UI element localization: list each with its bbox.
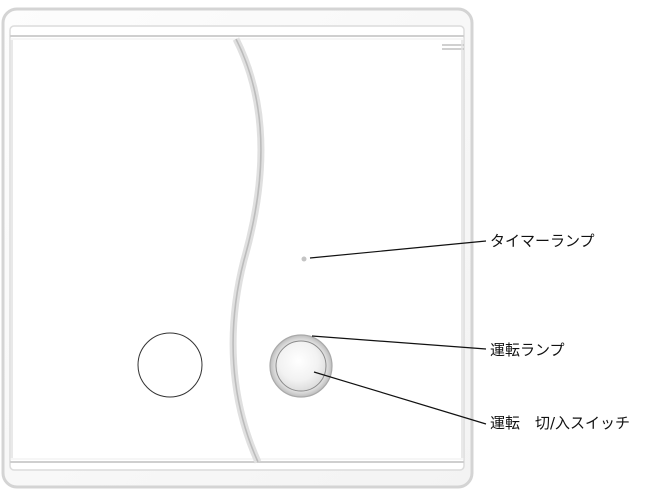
controller-face xyxy=(9,25,465,471)
timer-lamp-leader xyxy=(309,240,487,259)
left-round-button[interactable] xyxy=(137,332,203,398)
run-lamp-leader xyxy=(311,335,487,350)
timer-lamp-indicator xyxy=(301,256,307,262)
run-switch-label: 運転 切/入スイッチ xyxy=(490,414,631,432)
timer-lamp-label: タイマーランプ xyxy=(490,232,595,250)
run-lamp-label: 運転ランプ xyxy=(490,341,565,359)
lid-seam xyxy=(232,38,262,463)
run-switch-button[interactable] xyxy=(275,340,327,392)
run-switch-leader xyxy=(313,371,487,425)
